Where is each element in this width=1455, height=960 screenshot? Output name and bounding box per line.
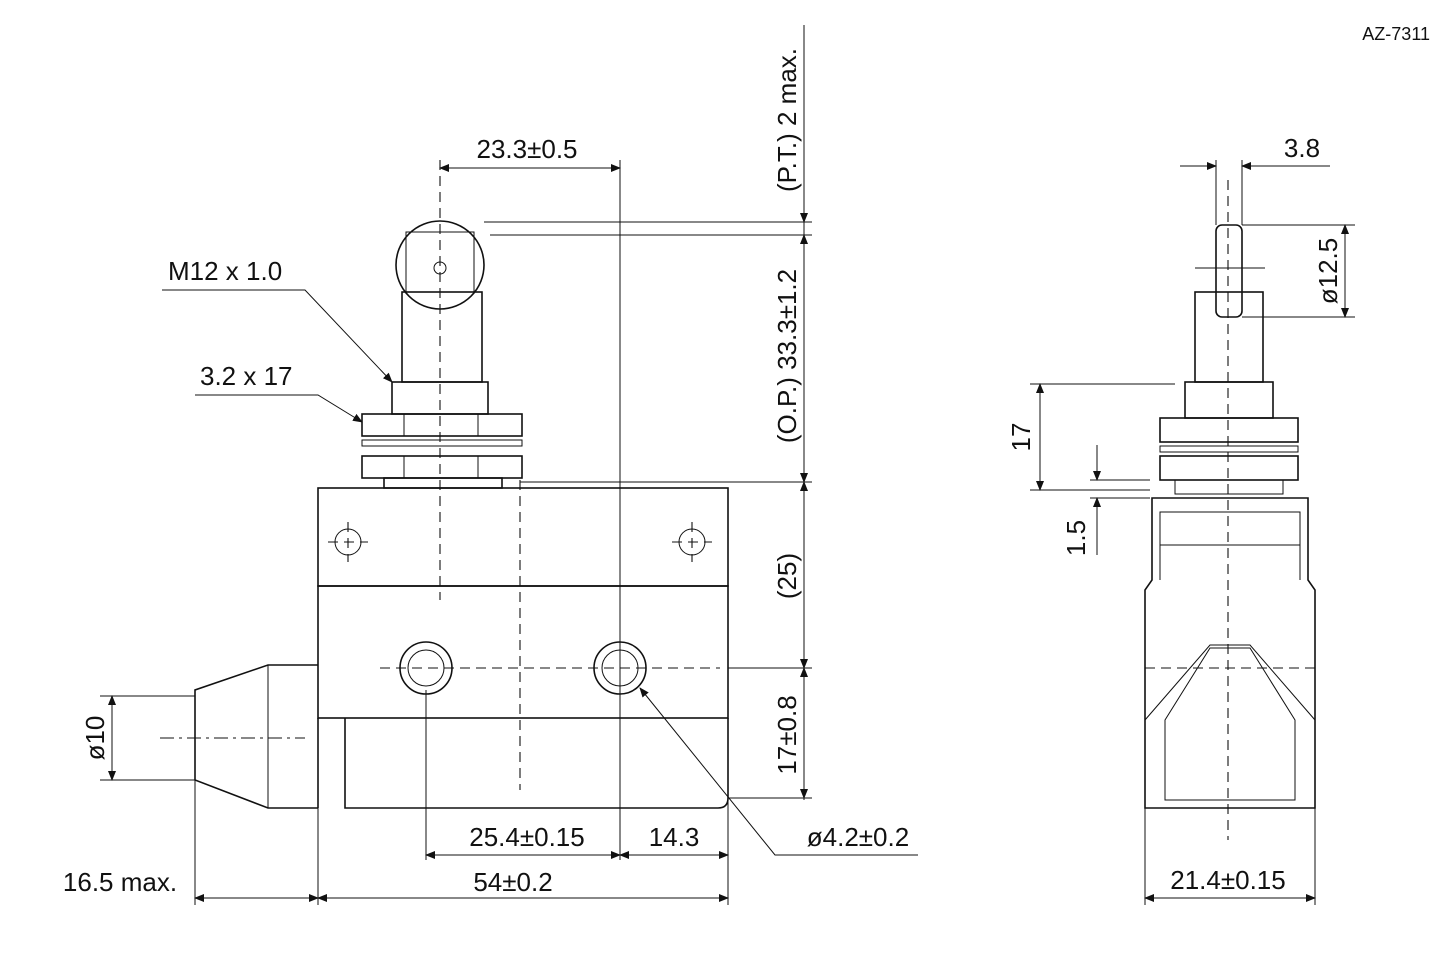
dim-bushing-height: 17 — [1006, 423, 1036, 452]
part-number: AZ-7311 — [1362, 24, 1430, 44]
dim-body-length: 54±0.2 — [473, 867, 552, 897]
body-base — [344, 718, 729, 809]
nut-upper — [361, 413, 523, 437]
dim-hole-pitch: 25.4±0.15 — [469, 822, 584, 852]
dim-body-height: (25) — [772, 553, 802, 599]
plunger — [401, 291, 483, 383]
front-view: 23.3±0.5 M12 x 1.0 3.2 x 17 (P.T.) 2 max… — [63, 25, 918, 905]
side-body — [1144, 497, 1316, 809]
label-nut: 3.2 x 17 — [200, 361, 293, 391]
side-roller — [1215, 224, 1243, 318]
body-lower — [317, 585, 729, 719]
dim-washer: 1.5 — [1061, 520, 1091, 556]
side-plunger — [1194, 291, 1264, 383]
dim-hole-diameter: ø4.2±0.2 — [807, 822, 909, 852]
dim-roller-width: 3.8 — [1284, 133, 1320, 163]
dim-hole-edge: 14.3 — [649, 822, 700, 852]
dim-cable-diameter: ø10 — [80, 716, 110, 761]
side-view: 3.8 ø12.5 17 1.5 21.4±0.15 — [1006, 133, 1355, 905]
dim-roller-offset: 23.3±0.5 — [476, 134, 577, 164]
dim-operating-position: (O.P.) 33.3±1.2 — [772, 269, 802, 443]
cable-boot — [194, 664, 318, 809]
dim-pretravel: (P.T.) 2 max. — [772, 48, 802, 192]
mount-hole-right — [672, 522, 712, 562]
dim-hole-height: 17±0.8 — [772, 695, 802, 774]
dim-roller-diameter: ø12.5 — [1313, 238, 1343, 305]
dim-boot-length: 16.5 max. — [63, 867, 177, 897]
nut-lower — [361, 455, 523, 479]
label-thread: M12 x 1.0 — [168, 256, 282, 286]
mount-hole-left — [328, 522, 368, 562]
dim-body-width: 21.4±0.15 — [1170, 865, 1285, 895]
body-upper — [317, 487, 729, 587]
